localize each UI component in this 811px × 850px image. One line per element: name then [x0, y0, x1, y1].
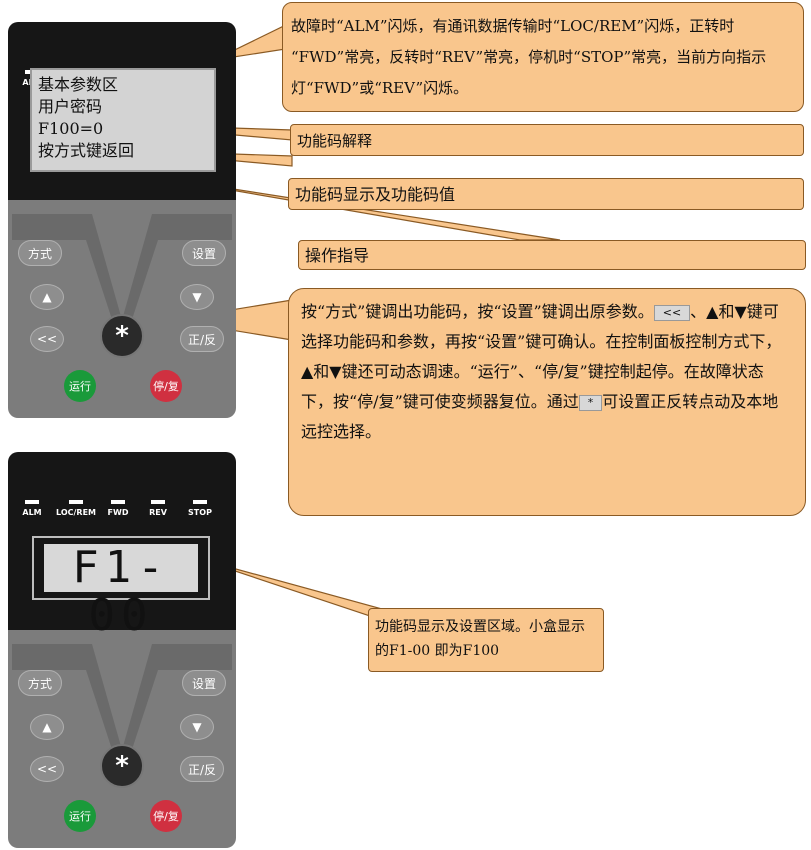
indicator-alm: ALM [12, 500, 52, 517]
lcd-line: 用户密码 [38, 97, 103, 116]
lcd-screen: 基本参数区 用户密码 F100=0 按方式键返回 [30, 68, 216, 172]
stop-reset-key[interactable]: 停/复 [150, 800, 182, 832]
inline-shift-key: << [653, 304, 691, 321]
up-key[interactable]: ▲ [30, 284, 64, 310]
up-key[interactable]: ▲ [30, 714, 64, 740]
star-key[interactable]: * [100, 744, 144, 788]
callout-keys: 按“方式”键调出功能码，按“设置”键调出原参数。<<、▲和▼键可选择功能码和参数… [288, 288, 806, 516]
segment-display: F1-00 [44, 544, 198, 640]
callout-keys-text-3: 可设置正反转点动及本地远控选择。 [301, 392, 779, 441]
shift-key[interactable]: << [30, 326, 64, 352]
shift-key[interactable]: << [30, 756, 64, 782]
set-key[interactable]: 设置 [182, 240, 226, 266]
fwd-rev-key[interactable]: 正/反 [180, 326, 224, 352]
set-key[interactable]: 设置 [182, 670, 226, 696]
down-key[interactable]: ▼ [180, 714, 214, 740]
fwd-rev-key[interactable]: 正/反 [180, 756, 224, 782]
mode-key[interactable]: 方式 [18, 670, 62, 696]
segment-display-frame: F1-00 [32, 536, 210, 640]
callout-indicators-text: 故障时“ALM”闪烁，有通讯数据传输时“LOC/REM”闪烁，正转时 “FWD”… [291, 17, 767, 97]
callout-segment-display-text: 功能码显示及设置区域。小盒显示的F1-00 即为F100 [375, 619, 585, 659]
callout-code-display-text: 功能码显示及功能码值 [295, 185, 456, 204]
indicator-rev: REV [138, 500, 178, 517]
mode-key[interactable]: 方式 [18, 240, 62, 266]
keypad-panel-lcd: ALM LOC/REM FWD REV STOP 基本参数区 用户密码 F100… [8, 22, 236, 418]
run-key[interactable]: 运行 [64, 800, 96, 832]
indicator-stop: STOP [180, 500, 220, 517]
inline-star-key: * [578, 394, 603, 411]
run-key[interactable]: 运行 [64, 370, 96, 402]
star-key[interactable]: * [100, 314, 144, 358]
down-key[interactable]: ▼ [180, 284, 214, 310]
lcd-line: 基本参数区 [38, 75, 119, 94]
indicator-fwd: FWD [98, 500, 138, 517]
stop-reset-key[interactable]: 停/复 [150, 370, 182, 402]
callout-segment-display: 功能码显示及设置区域。小盒显示的F1-00 即为F100 [368, 608, 604, 672]
keypad-panel-led: ALM LOC/REM FWD REV STOP F1-00 方式 设置 ▲ ▼… [8, 452, 236, 848]
lcd-line: 按方式键返回 [38, 141, 135, 160]
callout-code-explain: 功能码解释 [290, 124, 804, 156]
callout-operation-guide: 操作指导 [298, 240, 806, 270]
panel-display-area [8, 452, 236, 630]
lcd-line: F100=0 [38, 119, 104, 138]
indicator-loc-rem: LOC/REM [56, 500, 96, 517]
callout-code-display: 功能码显示及功能码值 [288, 178, 804, 210]
callout-indicators: 故障时“ALM”闪烁，有通讯数据传输时“LOC/REM”闪烁，正转时 “FWD”… [282, 2, 804, 112]
callout-keys-text-1: 按“方式”键调出功能码，按“设置”键调出原参数。 [301, 302, 654, 321]
callout-keys-text-2: 、▲和▼键可选择功能码和参数，再按“设置”键可确认。在控制面板控制方式下，▲和▼… [301, 302, 782, 411]
callout-operation-guide-text: 操作指导 [305, 246, 370, 265]
callout-code-explain-text: 功能码解释 [297, 132, 373, 150]
